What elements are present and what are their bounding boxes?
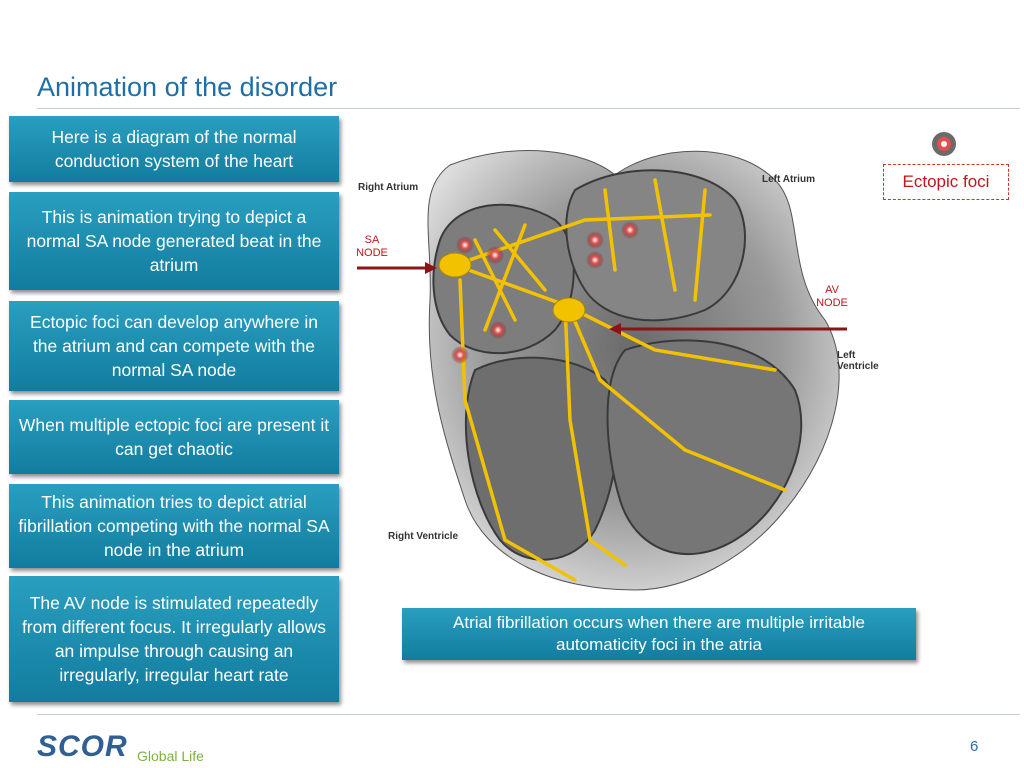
label-sa-node: SA NODE <box>356 234 388 259</box>
label-left-ventricle: Left Ventricle <box>837 350 879 372</box>
ectopic-foci-legend: Ectopic foci <box>883 164 1009 200</box>
summary-box: Atrial fibrillation occurs when there ar… <box>402 608 916 660</box>
label-av-node: AV NODE <box>816 284 848 309</box>
label-right-ventricle: Right Ventricle <box>388 531 459 542</box>
label-left-atrium: Left Atrium <box>762 174 815 185</box>
heart-diagram: Right Atrium Left Atrium Left Ventricle … <box>355 120 885 600</box>
ectopic-foci <box>451 221 639 364</box>
slide-title: Animation of the disorder <box>37 72 338 102</box>
sa-node-arrow <box>357 262 437 274</box>
footer-divider <box>37 714 1020 715</box>
info-box-5: This animation tries to depict atrial fi… <box>9 484 339 568</box>
scor-logo: SCOR Global Life <box>37 730 204 764</box>
sa-node <box>438 252 472 278</box>
heart-illustration <box>357 150 847 591</box>
page-number: 6 <box>970 738 979 755</box>
av-node-arrow <box>609 323 847 335</box>
info-box-6: The AV node is stimulated repeatedly fro… <box>9 576 339 702</box>
info-box-1: Here is a diagram of the normal conducti… <box>9 116 339 182</box>
label-right-atrium: Right Atrium <box>358 182 419 193</box>
info-box-2: This is animation trying to depict a nor… <box>9 192 339 290</box>
info-box-3: Ectopic foci can develop anywhere in the… <box>9 301 339 391</box>
logo-subtitle: Global Life <box>137 748 204 764</box>
title-divider <box>37 108 1020 109</box>
av-node <box>552 297 586 323</box>
ectopic-focus-icon <box>932 132 956 156</box>
info-box-4: When multiple ectopic foci are present i… <box>9 400 339 474</box>
logo-brand: SCOR <box>37 730 128 763</box>
